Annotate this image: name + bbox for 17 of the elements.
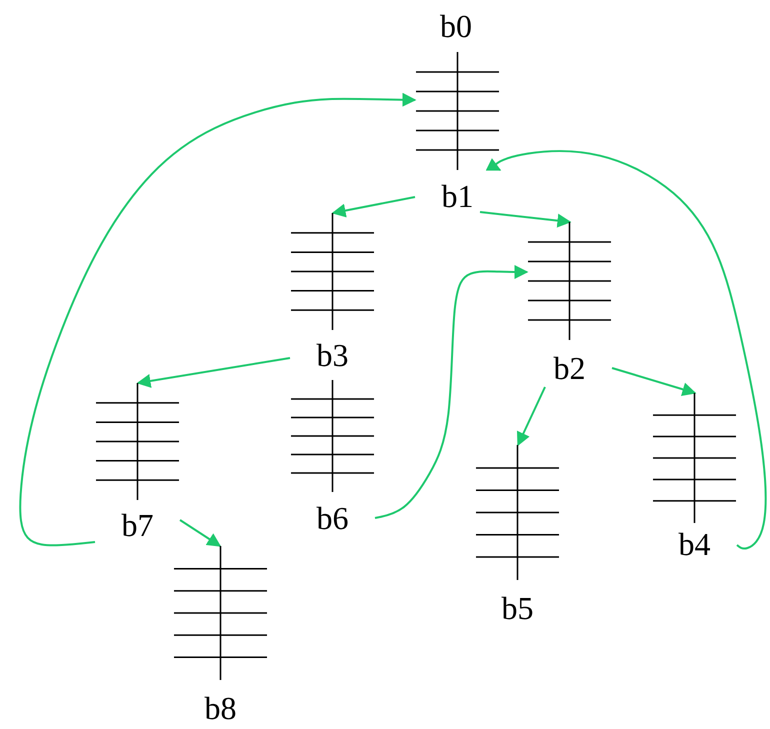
arrow	[516, 386, 546, 446]
arrow	[480, 211, 572, 228]
node-label: b7	[122, 507, 154, 543]
node-label: b8	[204, 690, 236, 726]
arrow	[136, 357, 290, 388]
arrow	[374, 265, 528, 519]
node-label: b4	[678, 526, 710, 562]
node-label: b1	[442, 178, 474, 214]
arrow	[19, 92, 416, 546]
arrow	[612, 367, 696, 396]
arrow	[332, 196, 416, 218]
bucket-label: b0	[440, 8, 472, 44]
node-label: b6	[316, 500, 348, 536]
node-label: b3	[316, 337, 348, 373]
node-label: b2	[554, 350, 586, 386]
node-label: b5	[502, 590, 534, 626]
arrow	[179, 519, 222, 547]
